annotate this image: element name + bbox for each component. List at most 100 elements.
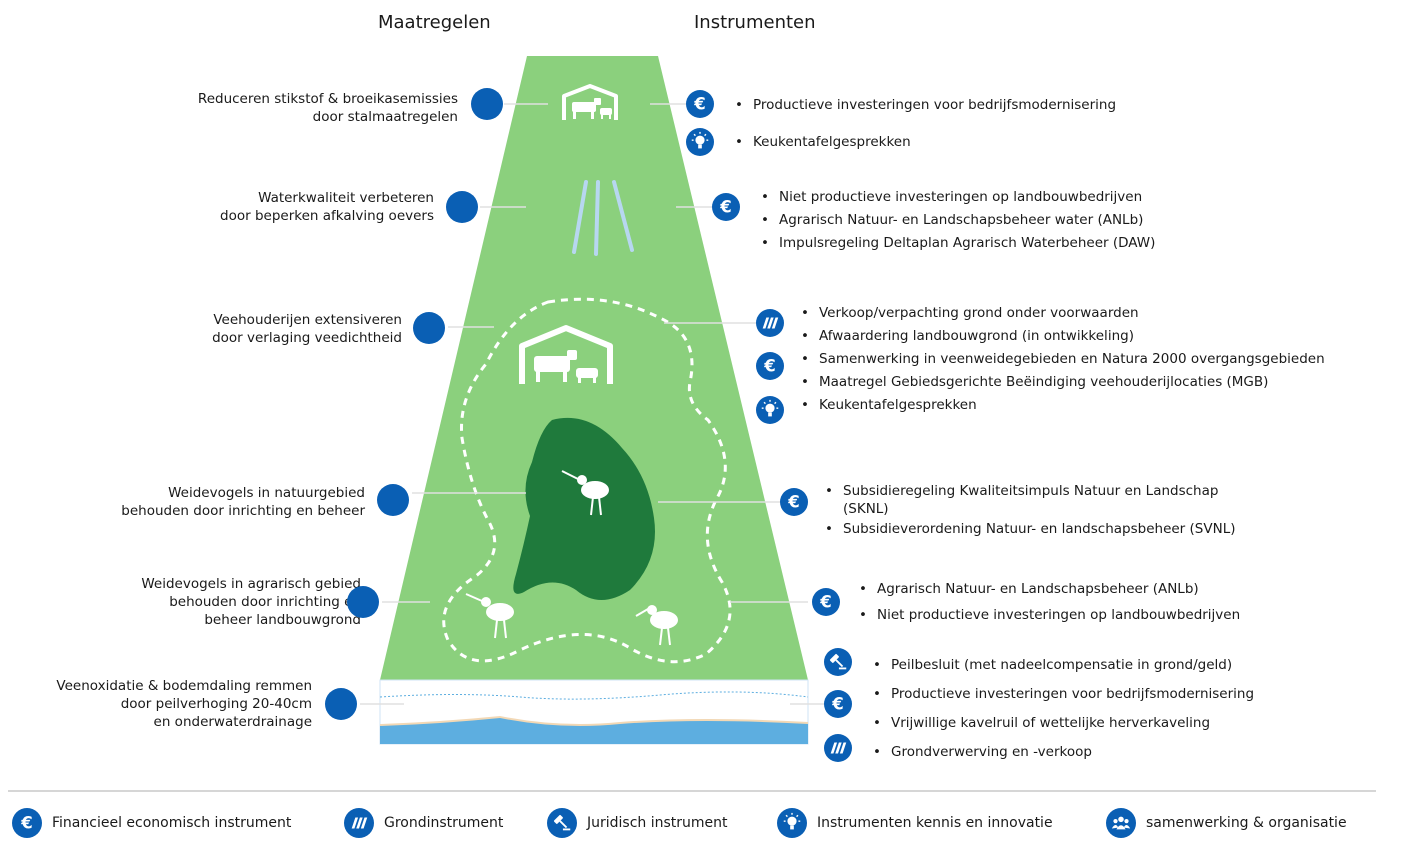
list-item: •Maatregel Gebiedsgerichte Beëindiging v… xyxy=(801,373,1391,391)
bird-icon-3 xyxy=(635,605,678,646)
list-item: •Agrarisch Natuur- en Landschapsbeheer w… xyxy=(761,211,1281,229)
list-item-text: Niet productieve investeringen op landbo… xyxy=(877,607,1241,623)
measure-label-6: Veenoxidatie & bodemdaling remmen door p… xyxy=(56,677,312,731)
euro-icon: € xyxy=(12,808,42,838)
list-item: •Peilbesluit (met nadeelcompensatie in g… xyxy=(873,656,1373,674)
list-item: •Keukentafelgesprekken xyxy=(801,396,1391,414)
measure-line: Weidevogels in natuurgebied xyxy=(168,485,365,501)
instrument-list-1: •Productieve investeringen voor bedrijfs… xyxy=(735,96,1215,156)
list-item-text: Productieve investeringen voor bedrijfsm… xyxy=(753,97,1117,113)
svg-text:€: € xyxy=(831,695,843,714)
legend-item-land: Grondinstrument xyxy=(344,808,503,838)
instrument-list-2: •Niet productieve investeringen op landb… xyxy=(761,188,1281,257)
measure-marker-2 xyxy=(446,191,478,223)
nature-area xyxy=(513,417,655,600)
legend-item-financial: € Financieel economisch instrument xyxy=(12,808,291,838)
measure-line: Reduceren stikstof & broeikasemissies xyxy=(197,91,458,107)
euro-icon: € xyxy=(686,90,714,118)
list-item-text: Grondverwerving en -verkoop xyxy=(891,744,1092,760)
measure-line: door peilverhoging 20-40cm xyxy=(120,696,312,712)
measure-marker-4 xyxy=(377,484,409,516)
euro-icon: € xyxy=(756,352,784,380)
measure-line: Waterkwaliteit verbeteren xyxy=(258,190,434,206)
list-item: •Subsidieregeling Kwaliteitsimpuls Natuu… xyxy=(825,482,1265,518)
legend-label: Grondinstrument xyxy=(384,815,504,831)
measure-line: beheer landbouwgrond xyxy=(204,612,361,628)
list-item-text: Niet productieve investeringen op landbo… xyxy=(779,189,1143,205)
measure-marker-5 xyxy=(347,586,379,618)
measure-line: Veenoxidatie & bodemdaling remmen xyxy=(56,678,312,694)
euro-icon: € xyxy=(812,588,840,616)
legend-label: Juridisch instrument xyxy=(587,815,728,831)
land-icon xyxy=(344,808,374,838)
list-item-text: Verkoop/verpachting grond onder voorwaar… xyxy=(819,305,1139,321)
land-icon xyxy=(824,734,852,762)
header-maatregelen: Maatregelen xyxy=(378,12,491,33)
list-item: •Agrarisch Natuur- en Landschapsbeheer (… xyxy=(859,580,1359,598)
instrument-list-3: •Verkoop/verpachting grond onder voorwaa… xyxy=(801,304,1391,419)
legend-item-legal: Juridisch instrument xyxy=(547,808,728,838)
list-item: •Impulsregeling Deltaplan Agrarisch Wate… xyxy=(761,234,1281,252)
list-item-text: Subsidieverordening Natuur- en landschap… xyxy=(843,521,1236,537)
lightbulb-icon xyxy=(756,396,784,424)
legend-label: Instrumenten kennis en innovatie xyxy=(817,815,1053,831)
list-item-text: Agrarisch Natuur- en Landschapsbeheer wa… xyxy=(779,212,1144,228)
legend-label: Financieel economisch instrument xyxy=(52,815,292,831)
list-item-text: Afwaardering landbouwgrond (in ontwikkel… xyxy=(819,328,1134,344)
list-item: •Vrijwillige kavelruil of wettelijke her… xyxy=(873,714,1373,732)
list-item: •Niet productieve investeringen op landb… xyxy=(859,606,1359,624)
lightbulb-icon xyxy=(777,808,807,838)
svg-text:€: € xyxy=(719,198,731,217)
measure-label-4: Weidevogels in natuurgebied behouden doo… xyxy=(121,484,365,520)
water-layer xyxy=(380,718,808,744)
measure-line: Veehouderijen extensiveren xyxy=(213,312,402,328)
legend-label: samenwerking & organisatie xyxy=(1146,815,1347,831)
measure-line: door stalmaatregelen xyxy=(312,109,458,125)
barn-large-icon xyxy=(519,325,613,384)
bird-icon-2 xyxy=(465,593,514,639)
list-item: •Productieve investeringen voor bedrijfs… xyxy=(873,685,1373,703)
list-item: •Productieve investeringen voor bedrijfs… xyxy=(735,96,1215,114)
measure-label-2: Waterkwaliteit verbeteren door beperken … xyxy=(220,189,434,225)
instrument-list-4: •Subsidieregeling Kwaliteitsimpuls Natuu… xyxy=(825,482,1265,543)
nature-boundary xyxy=(442,297,732,664)
measure-line: behouden door inrichting en xyxy=(169,594,361,610)
people-icon xyxy=(1106,808,1136,838)
list-item: •Niet productieve investeringen op landb… xyxy=(761,188,1281,206)
measure-label-1: Reduceren stikstof & broeikasemissies do… xyxy=(198,90,458,126)
legend-item-knowledge: Instrumenten kennis en innovatie xyxy=(777,808,1053,838)
measure-line: door verlaging veedichtheid xyxy=(212,330,402,346)
svg-text:€: € xyxy=(763,357,775,376)
measure-line: door beperken afkalving oevers xyxy=(220,208,434,224)
lightbulb-icon xyxy=(686,128,714,156)
barn-small-icon xyxy=(562,84,618,120)
measure-marker-6 xyxy=(325,688,357,720)
list-item: •Afwaardering landbouwgrond (in ontwikke… xyxy=(801,327,1391,345)
measure-marker-3 xyxy=(413,312,445,344)
list-item-text: Agrarisch Natuur- en Landschapsbeheer (A… xyxy=(877,581,1199,597)
list-item-text: Keukentafelgesprekken xyxy=(819,397,977,413)
list-item-text: Subsidieregeling Kwaliteitsimpuls Natuur… xyxy=(843,483,1219,517)
gavel-icon xyxy=(824,648,852,676)
measure-line: Weidevogels in agrarisch gebied xyxy=(141,576,361,592)
svg-text:€: € xyxy=(787,493,799,512)
list-item-text: Impulsregeling Deltaplan Agrarisch Water… xyxy=(779,235,1156,251)
land-icon xyxy=(756,309,784,337)
svg-text:€: € xyxy=(693,95,705,114)
list-item-text: Samenwerking in veenweidegebieden en Nat… xyxy=(819,351,1325,367)
list-item: •Grondverwerving en -verkoop xyxy=(873,743,1373,761)
list-item: •Keukentafelgesprekken xyxy=(735,133,1215,151)
measure-line: behouden door inrichting en beheer xyxy=(121,503,365,519)
euro-icon: € xyxy=(780,488,808,516)
list-item: •Subsidieverordening Natuur- en landscha… xyxy=(825,520,1265,538)
euro-icon: € xyxy=(824,690,852,718)
measure-label-3: Veehouderijen extensiveren door verlagin… xyxy=(212,311,402,347)
sand-band xyxy=(380,716,808,728)
euro-icon: € xyxy=(712,193,740,221)
list-item-text: Vrijwillige kavelruil of wettelijke herv… xyxy=(891,715,1211,731)
ditch-lines-icon xyxy=(572,180,634,256)
svg-text:€: € xyxy=(20,814,32,833)
list-item: •Samenwerking in veenweidegebieden en Na… xyxy=(801,350,1391,368)
list-item-text: Maatregel Gebiedsgerichte Beëindiging ve… xyxy=(819,374,1269,390)
